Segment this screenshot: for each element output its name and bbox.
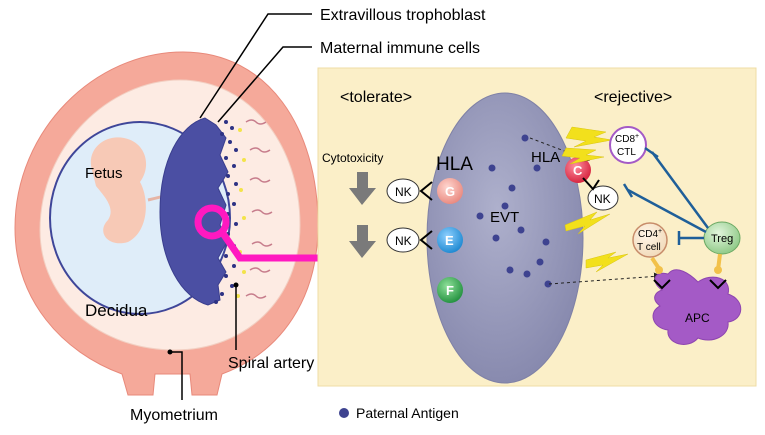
spiral-artery-pointer-dot [233,282,239,288]
zoom-circle [194,204,230,240]
hla-g-label: G [445,184,455,199]
uterus [14,51,340,396]
treg-label: Treg [711,233,733,245]
cd4-t-cell-label-main: CD4+ [638,228,662,240]
label-myometrium: Myometrium [130,407,218,424]
nk1-receptor [419,181,433,201]
down-arrow-1 [349,172,376,205]
label-extravillous-trophoblast: Extravillous trophoblast [320,7,486,24]
paternal-antigen-dots [476,134,552,288]
leader-lines [170,13,312,400]
myometrium-pointer-dot [167,349,173,355]
nk3-receptor [582,177,600,191]
nk-cell-3-label: NK [594,192,611,206]
down-arrow-2 [349,225,376,258]
cd4-t-cell [632,222,668,258]
cd4-t-cell-label-tcell: T cell [637,242,661,253]
label-rejective: <rejective> [594,89,672,106]
hla-f-label: F [446,283,454,298]
dashed-arrow-to-apc [548,272,662,285]
nk-cell-2 [386,227,420,253]
inhibition-lines [622,146,710,245]
nk-cell-1-label: NK [395,185,412,199]
label-decidua: Decidua [85,301,148,320]
zoom-connector [219,230,340,262]
label-tolerate: <tolerate> [340,89,412,106]
legend-antigen-label: Paternal Antigen [356,405,459,421]
label-fetus: Fetus [85,165,123,182]
nk2-receptor [419,230,433,250]
label-hla-right: HLA [531,149,560,166]
cd8-ctl-cell [609,126,647,164]
hla-g-molecule [437,178,463,204]
nk-cell-3 [587,185,619,211]
hla-c-label: C [573,163,583,178]
spiral-arteries [245,119,273,299]
label-evt: EVT [490,209,519,226]
fetus-shape [90,137,147,244]
label-hla-left: HLA [436,154,473,175]
apc-label: APC [685,311,710,325]
nk-cell-2-label: NK [395,234,412,248]
evt-cell [426,92,584,384]
cd8-ctl-label-main: CD8+ [615,133,639,145]
legend-antigen-dot [339,408,349,418]
hla-e-molecule [437,227,463,253]
label-cytotoxicity: Cytotoxicity [322,151,383,165]
hla-e-label: E [445,233,454,248]
nk-cell-1 [386,178,420,204]
cd8-ctl-label-ctl: CTL [617,147,636,158]
label-spiral-artery: Spiral artery [228,355,314,372]
hla-f-molecule [437,277,463,303]
dashed-arrow-to-hla-c [529,137,590,162]
apc-interactions [650,253,727,290]
label-maternal-immune-cells: Maternal immune cells [320,40,480,57]
lightning-bolts [561,126,629,273]
